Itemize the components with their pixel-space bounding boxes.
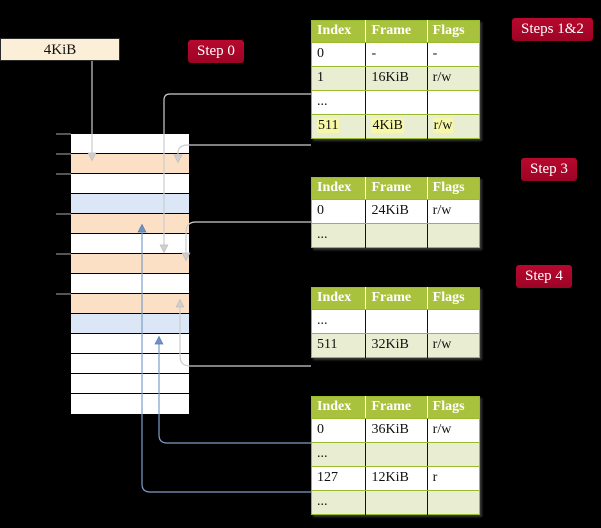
table-cell xyxy=(427,90,480,115)
table-cell: 511 xyxy=(311,333,367,358)
memory-frame-row xyxy=(71,374,189,394)
table-row: ... xyxy=(311,442,480,467)
table-cell: 24KiB xyxy=(365,199,428,224)
table-level2-header-frame: Frame xyxy=(365,287,428,310)
memory-row-tick xyxy=(56,253,71,255)
table-cell: - xyxy=(427,42,480,67)
memory-frame-row xyxy=(71,354,189,374)
memory-row-tick xyxy=(56,293,71,295)
table-cell xyxy=(365,442,428,467)
table-row: ... xyxy=(311,490,480,515)
table-level1-header-frame: Frame xyxy=(365,396,428,419)
physical-memory-column xyxy=(70,133,190,414)
table-cell: r/w xyxy=(427,418,480,443)
step-badge-step4: Step 4 xyxy=(516,265,572,288)
table-cell: 0 xyxy=(311,199,367,224)
table-level3-header-index: Index xyxy=(311,177,367,200)
table-cell: r/w xyxy=(427,333,480,358)
table-cell xyxy=(365,490,428,515)
table-cell xyxy=(365,223,428,248)
table-cell: r/w xyxy=(427,66,480,91)
memory-frame-row xyxy=(71,334,189,354)
table-level4-header-flags: Flags xyxy=(427,20,480,43)
table-row: ... xyxy=(311,90,480,115)
memory-frame-row xyxy=(71,254,189,274)
table-cell: ... xyxy=(311,490,367,515)
table-level1-header-index: Index xyxy=(311,396,367,419)
frame-box-4kib: 4KiB xyxy=(0,38,120,61)
table-row: ... xyxy=(311,309,480,334)
memory-frame-row xyxy=(71,214,189,234)
memory-frame-row xyxy=(71,394,189,414)
wire-t4-511-to-mem xyxy=(173,144,311,164)
table-cell: ... xyxy=(311,90,367,115)
table-cell: r/w xyxy=(427,114,480,139)
table-cell xyxy=(427,490,480,515)
highlighted-value: r/w xyxy=(432,118,454,133)
table-cell xyxy=(365,309,428,334)
memory-frame-row xyxy=(71,194,189,214)
memory-frame-row xyxy=(71,314,189,334)
table-cell xyxy=(427,309,480,334)
table-row: 0-- xyxy=(311,42,480,67)
table-row: 511 4KiB r/w xyxy=(311,114,480,139)
table-cell: 127 xyxy=(311,466,367,491)
table-level4-header-frame: Frame xyxy=(365,20,428,43)
memory-row-tick xyxy=(56,153,71,155)
table-cell: 1 xyxy=(311,66,367,91)
table-level2-header-flags: Flags xyxy=(427,287,480,310)
table-level4-header-index: Index xyxy=(311,20,367,43)
memory-frame-row xyxy=(71,174,189,194)
table-cell: ... xyxy=(311,223,367,248)
memory-frame-row xyxy=(71,274,189,294)
table-cell: 36KiB xyxy=(365,418,428,443)
memory-frame-row xyxy=(71,134,189,154)
highlighted-value: 4KiB xyxy=(371,118,404,133)
table-cell: ... xyxy=(311,442,367,467)
table-cell: 16KiB xyxy=(365,66,428,91)
table-cell: ... xyxy=(311,309,367,334)
table-row: ... xyxy=(311,223,480,248)
table-cell: r/w xyxy=(427,199,480,224)
memory-row-tick xyxy=(56,213,71,215)
table-level1-header-flags: Flags xyxy=(427,396,480,419)
wire-t2-511-to-mem xyxy=(180,300,311,367)
table-level2-header-index: Index xyxy=(311,287,367,310)
table-level3-header-frame: Frame xyxy=(365,177,428,200)
table-level3-header-flags: Flags xyxy=(427,177,480,200)
wire-t3-0-to-mem xyxy=(181,221,311,262)
table-cell: - xyxy=(365,42,428,67)
table-cell xyxy=(427,442,480,467)
table-cell: 0 xyxy=(311,418,367,443)
table-cell: 32KiB xyxy=(365,333,428,358)
table-cell: r xyxy=(427,466,480,491)
step-badge-step3: Step 3 xyxy=(521,158,577,181)
table-cell xyxy=(365,90,428,115)
table-cell xyxy=(427,223,480,248)
table-cell: 4KiB xyxy=(365,114,428,139)
memory-frame-row xyxy=(71,154,189,174)
table-cell: 0 xyxy=(311,42,367,67)
step-badge-step0: Step 0 xyxy=(188,40,244,63)
memory-row-tick xyxy=(56,173,71,175)
memory-row-tick xyxy=(56,133,71,135)
memory-frame-row xyxy=(71,234,189,254)
table-cell: 12KiB xyxy=(365,466,428,491)
memory-frame-row xyxy=(71,294,189,314)
step-badge-steps12: Steps 1&2 xyxy=(512,18,593,41)
highlighted-value: 511 xyxy=(317,118,340,133)
table-cell: 511 xyxy=(311,114,367,139)
